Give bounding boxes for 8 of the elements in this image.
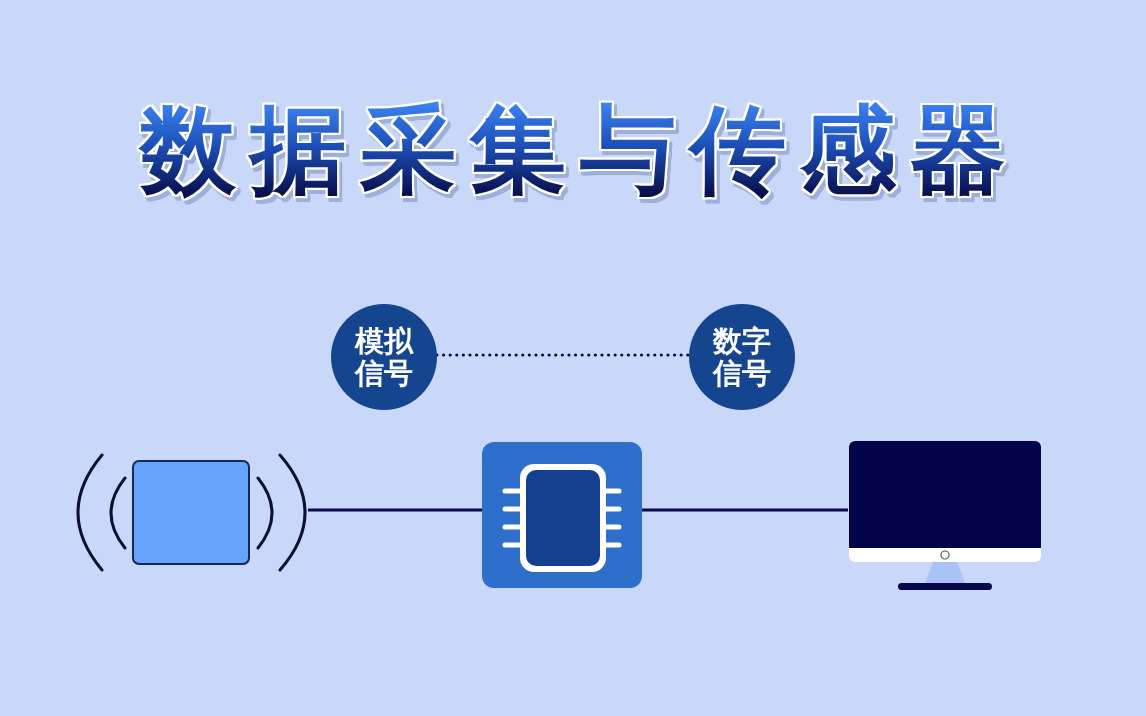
monitor-icon: [848, 440, 1042, 592]
microchip-icon: [482, 442, 642, 588]
circle-label: 模拟信号: [353, 324, 415, 390]
circle-label: 数字信号: [711, 324, 772, 390]
connector-line: [642, 508, 848, 512]
dotted-line: [435, 353, 691, 357]
connector-line: [308, 508, 482, 512]
sensor-icon: [76, 452, 308, 574]
